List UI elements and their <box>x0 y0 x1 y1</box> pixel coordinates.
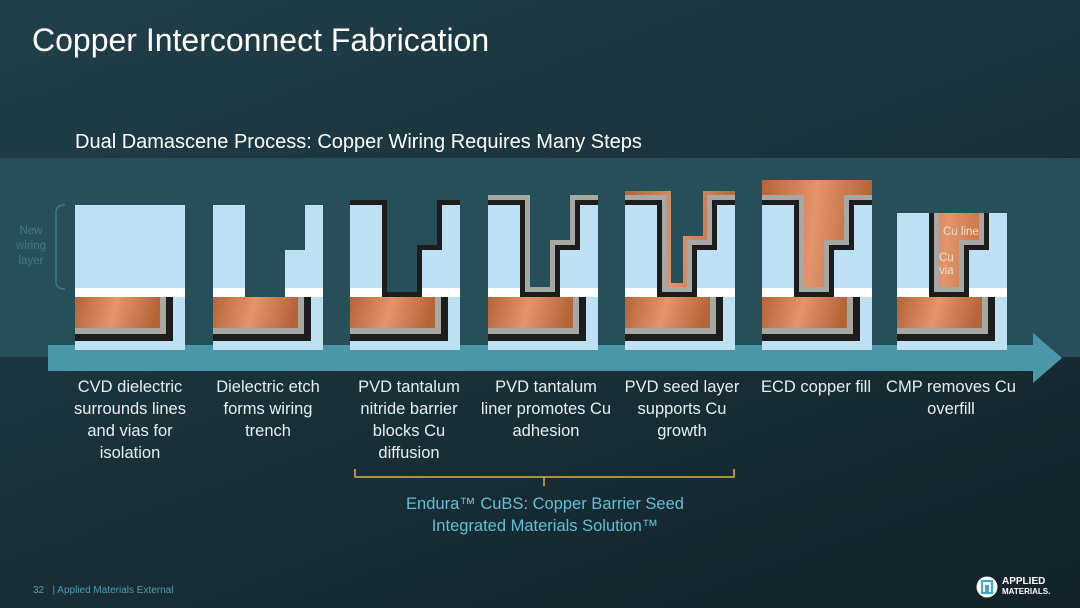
step-diagram-4 <box>488 180 598 350</box>
lower-copper-line <box>350 297 435 328</box>
cmp-removed-region <box>897 180 1007 213</box>
lower-barrier <box>625 297 723 341</box>
lower-barrier <box>762 297 860 341</box>
dielectric <box>213 205 245 297</box>
endura-solution: Endura™ CuBS: Copper Barrier Seed Integr… <box>330 493 760 537</box>
lower-liner <box>213 297 304 334</box>
etch-stop-layer <box>762 288 794 297</box>
lower-copper-line <box>213 297 298 328</box>
step-caption: PVD tantalum liner promotes Cu adhesion <box>480 378 612 440</box>
legend-bracket <box>55 204 66 290</box>
lower-copper-line <box>488 297 573 328</box>
lower-barrier <box>75 297 173 341</box>
dielectric <box>285 205 323 297</box>
lower-copper-line <box>625 297 710 328</box>
dielectric <box>834 205 872 297</box>
dielectric <box>422 205 460 297</box>
lower-copper-line <box>75 297 160 328</box>
lower-liner <box>350 297 441 334</box>
dielectric <box>350 205 382 297</box>
footer: 32 | Applied Materials External <box>33 585 173 596</box>
etch-stop-layer <box>350 288 382 297</box>
step-caption: PVD seed layer supports Cu growth <box>624 378 740 440</box>
dielectric <box>897 205 929 297</box>
step-caption: CVD dielectric surrounds lines and vias … <box>74 378 186 462</box>
etch-stop-layer <box>897 288 929 297</box>
step-diagram-6 <box>762 180 872 350</box>
step-diagram-7 <box>897 180 1007 350</box>
lower-copper-line <box>897 297 982 328</box>
etch-stop-layer <box>969 288 1007 297</box>
slide-subtitle: Dual Damascene Process: Copper Wiring Re… <box>75 131 642 153</box>
lower-liner <box>762 297 853 334</box>
new-wiring-layer-label: New wiring layer <box>15 225 47 267</box>
etch-stop-layer <box>285 288 323 297</box>
etch-stop-layer <box>75 288 185 297</box>
page-number: 32 <box>33 585 45 596</box>
footer-text: | Applied Materials External <box>52 585 174 596</box>
lower-barrier <box>350 297 448 341</box>
step-diagram-2 <box>213 180 323 350</box>
logo-line-1: APPLIED <box>1002 576 1046 587</box>
dielectric <box>697 205 735 297</box>
lower-liner <box>75 297 166 334</box>
lower-liner <box>897 297 988 334</box>
etch-stop-layer <box>213 288 245 297</box>
endura-line-2: Integrated Materials Solution™ <box>431 517 659 535</box>
etch-stop-layer <box>422 288 460 297</box>
etch-stop-layer <box>625 288 657 297</box>
lower-liner <box>625 297 716 334</box>
dielectric <box>560 205 598 297</box>
logo-line-2: MATERIALS. <box>1002 587 1051 596</box>
etch-stop-layer <box>697 288 735 297</box>
etch-stop-layer <box>488 288 520 297</box>
lower-liner <box>488 297 579 334</box>
step-diagram-3 <box>350 180 460 350</box>
logo-icon <box>976 576 998 598</box>
endura-line-1: Endura™ CuBS: Copper Barrier Seed <box>406 495 684 513</box>
step-caption: ECD copper fill <box>760 378 872 396</box>
lower-barrier <box>488 297 586 341</box>
dielectric <box>969 205 1007 297</box>
lower-barrier <box>897 297 995 341</box>
etch-stop-layer <box>560 288 598 297</box>
lower-copper-line <box>762 297 847 328</box>
etch-stop-layer <box>834 288 872 297</box>
dielectric <box>488 205 520 297</box>
step-diagram-5 <box>625 180 735 350</box>
step-caption: Dielectric etch forms wiring trench <box>216 378 320 440</box>
step-caption: PVD tantalum nitride barrier blocks Cu d… <box>358 378 460 462</box>
endura-bracket <box>354 469 735 486</box>
dielectric <box>625 205 657 297</box>
lower-barrier <box>213 297 311 341</box>
cu-line-label: Cu line <box>943 226 979 238</box>
step-caption: CMP removes Cu overfill <box>886 378 1016 418</box>
slide-title: Copper Interconnect Fabrication <box>32 22 490 58</box>
dielectric <box>762 205 794 297</box>
cu-via-label: Cu via <box>939 252 954 277</box>
step-diagram-1 <box>75 180 185 350</box>
dielectric <box>75 205 185 297</box>
